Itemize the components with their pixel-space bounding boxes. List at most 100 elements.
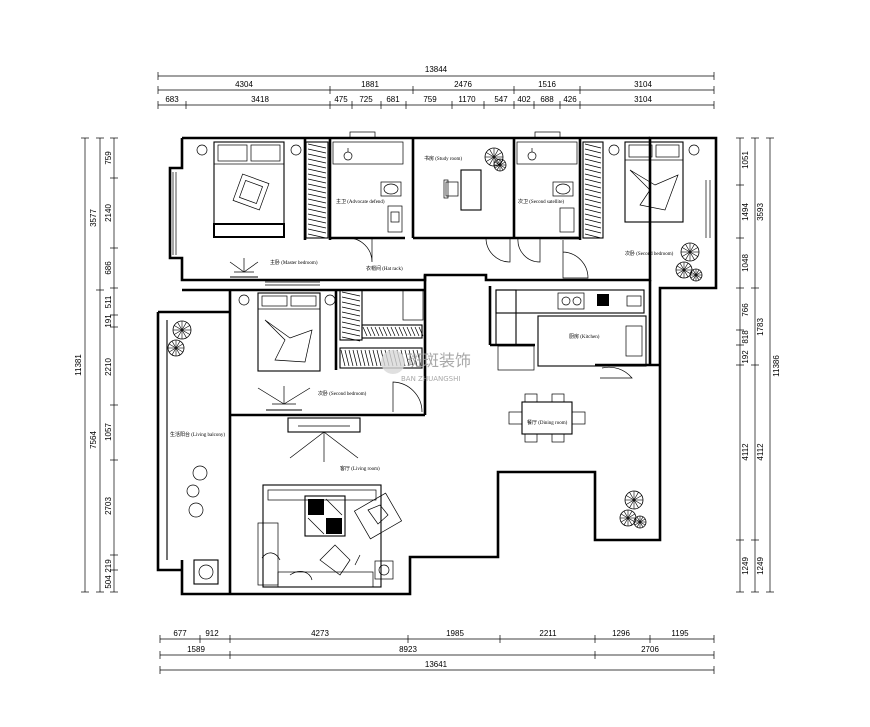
dim-label: 426 xyxy=(563,95,577,104)
dim-label: 2706 xyxy=(641,645,659,654)
dim-label: 1589 xyxy=(187,645,205,654)
living-balcony: 生活阳台 (Living balcony) xyxy=(167,320,225,585)
right-dimension-lines xyxy=(736,137,774,593)
room-label-living-balcony: 生活阳台 (Living balcony) xyxy=(170,431,225,438)
dim-label: 681 xyxy=(386,95,400,104)
room-label-second-bedroom-left: 次卧 (Second bedroom) xyxy=(318,390,367,397)
chair-icon xyxy=(186,465,208,518)
watermark: 斑斑装饰 BAN ZHUANGSHI xyxy=(381,350,471,383)
bottom-row1-dims: 677 912 4273 1985 2211 1296 1195 xyxy=(173,629,689,638)
dim-label: 759 xyxy=(104,151,113,165)
study-room: 书房 (Study room) xyxy=(424,147,511,263)
door-swing-icon xyxy=(517,237,541,263)
dim-label: 1249 xyxy=(741,557,750,575)
living-room: 客厅 (Living room) xyxy=(257,417,403,588)
dim-label: 759 xyxy=(423,95,437,104)
dim-label: 4304 xyxy=(235,80,253,89)
dim-label: 1494 xyxy=(741,203,750,221)
room-label-kitchen: 厨房 (Kitchen) xyxy=(569,333,600,340)
dim-label: 7564 xyxy=(89,431,98,449)
dim-label: 402 xyxy=(517,95,531,104)
dim-label: 688 xyxy=(540,95,554,104)
dim-label: 3593 xyxy=(756,203,765,221)
dim-label: 912 xyxy=(205,629,219,638)
bottom-total-dim: 13641 xyxy=(425,660,448,669)
right-inner-dims: 1051 1494 1048 766 818 192 4112 1249 xyxy=(741,151,750,575)
room-label-advocate-defend: 主卫 (Advocate defend) xyxy=(336,198,385,205)
tv-icon xyxy=(229,258,259,278)
right-outer-dims: 3593 1783 4112 1249 xyxy=(756,203,765,575)
door-swing-icon xyxy=(562,240,589,279)
dim-label: 686 xyxy=(104,261,113,275)
dim-label: 547 xyxy=(494,95,508,104)
dim-label: 3418 xyxy=(251,95,269,104)
dim-label: 725 xyxy=(359,95,373,104)
dim-label: 1057 xyxy=(104,423,113,441)
room-label-second-bedroom-right: 次卧 (Second bedroom) xyxy=(625,250,674,257)
plant-icon xyxy=(619,490,647,529)
dim-label: 8923 xyxy=(399,645,417,654)
tv-icon xyxy=(287,417,361,462)
second-bedroom-right: 次卧 (Second bedroom) xyxy=(562,141,703,282)
room-label-dining-room: 餐厅 (Dining room) xyxy=(527,419,568,426)
dim-label: 475 xyxy=(334,95,348,104)
toilet-icon xyxy=(552,181,574,197)
dim-label: 1516 xyxy=(538,80,556,89)
room-label-hat-rack: 衣帽间 (Hat rack) xyxy=(366,265,403,272)
dim-label: 1170 xyxy=(458,95,476,104)
tv-icon xyxy=(257,386,311,411)
dim-label: 3104 xyxy=(634,80,652,89)
dim-label: 219 xyxy=(104,559,113,573)
toilet-icon xyxy=(380,181,402,197)
dim-label: 1783 xyxy=(756,318,765,336)
room-label-master-bedroom: 主卧 (Master bedroom) xyxy=(270,259,318,266)
second-bedroom-left: 次卧 (Second bedroom) xyxy=(238,292,423,413)
room-label-study-room: 书房 (Study room) xyxy=(424,155,462,162)
master-bathroom: 主卫 (Advocate defend) xyxy=(332,141,404,263)
room-label-second-satellite: 次卫 (Second satellite) xyxy=(518,198,564,205)
dim-label: 192 xyxy=(741,350,750,364)
dim-label: 2211 xyxy=(539,629,557,638)
stove-icon xyxy=(557,292,585,310)
top-row1-dims: 4304 1881 2476 1516 3104 xyxy=(235,80,652,89)
watermark-cn: 斑斑装饰 xyxy=(407,351,471,370)
top-row2-dims: 683 3418 475 725 681 759 1170 547 402 68… xyxy=(165,95,652,104)
dim-label: 2210 xyxy=(104,358,113,376)
door-swing-icon xyxy=(600,366,633,379)
armchair-icon xyxy=(353,492,403,540)
left-outer-total-dim: 11381 xyxy=(74,354,83,376)
dim-label: 504 xyxy=(104,575,113,589)
dim-label: 4273 xyxy=(311,629,329,638)
top-dimension-lines xyxy=(157,72,715,109)
washing-machine-icon xyxy=(193,559,219,585)
left-inner-dims: 759 2140 686 511 191 2210 1057 2703 219 … xyxy=(104,151,113,589)
dim-label: 1048 xyxy=(741,254,750,272)
sink-icon xyxy=(527,148,537,161)
dim-label: 1985 xyxy=(446,629,464,638)
bottom-row2-dims: 1589 8923 2706 xyxy=(187,645,659,654)
dim-label: 766 xyxy=(741,303,750,317)
plant-icon xyxy=(484,147,507,172)
dim-label: 818 xyxy=(741,330,750,344)
watermark-en: BAN ZHUANGSHI xyxy=(401,375,460,383)
plant-icon xyxy=(675,242,703,282)
dim-label: 4112 xyxy=(741,443,750,461)
dim-label: 2140 xyxy=(104,204,113,222)
walls xyxy=(156,131,718,596)
left-dimension-lines xyxy=(81,137,118,593)
sink-icon xyxy=(343,148,353,161)
bed-icon xyxy=(238,292,336,372)
bed-icon xyxy=(608,141,700,223)
dim-label: 4112 xyxy=(756,443,765,461)
right-outer-total-dim: 11386 xyxy=(772,355,781,377)
dim-label: 683 xyxy=(165,95,179,104)
wardrobe-icon xyxy=(582,141,604,239)
dim-label: 1881 xyxy=(361,80,379,89)
dim-label: 1195 xyxy=(671,629,689,638)
door-swing-icon xyxy=(347,237,373,263)
second-bathroom: 次卫 (Second satellite) xyxy=(516,141,578,263)
door-swing-icon xyxy=(485,237,511,263)
dim-label: 511 xyxy=(104,295,113,308)
room-label-living-room: 客厅 (Living room) xyxy=(340,465,380,472)
